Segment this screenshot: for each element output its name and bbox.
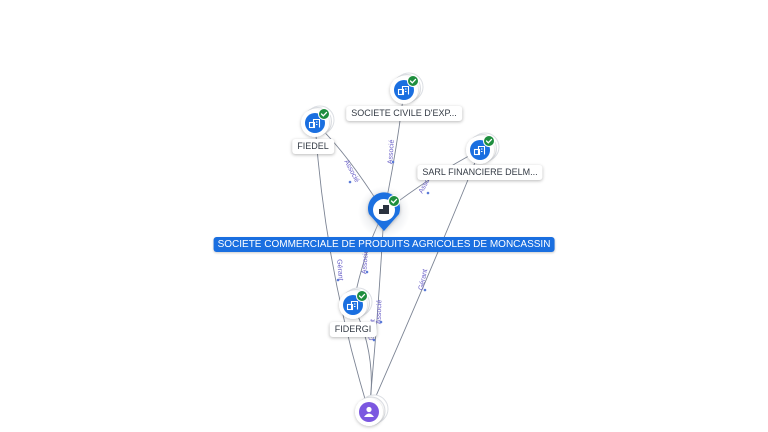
node-sarl[interactable] <box>466 132 500 164</box>
edge-arrow-icon <box>379 320 383 324</box>
node-civile[interactable] <box>390 72 424 104</box>
edge-label: Gérant <box>335 259 343 281</box>
building-icon <box>379 205 389 214</box>
edge-label: Associé <box>376 299 384 324</box>
building-icon <box>346 300 359 311</box>
node-label-fidergi[interactable]: FIDERGI <box>329 322 377 337</box>
person-icon <box>364 406 374 417</box>
node-fiedel[interactable] <box>301 105 335 137</box>
edge-arrow-icon <box>365 270 369 274</box>
node-fidergi[interactable] <box>339 287 373 319</box>
verified-check-icon <box>388 195 400 207</box>
edge-arrow-icon <box>423 288 427 292</box>
edge-label: Gérant <box>418 268 429 290</box>
edge-arrow-icon <box>336 278 340 282</box>
node-center[interactable] <box>358 186 410 238</box>
nodes-layer <box>301 72 500 426</box>
verified-check-icon <box>318 108 330 120</box>
verified-check-icon <box>483 135 495 147</box>
building-icon <box>473 145 486 156</box>
main-company-label[interactable]: SOCIETE COMMERCIALE DE PRODUITS AGRICOLE… <box>213 237 555 252</box>
verified-check-icon <box>356 290 368 302</box>
verified-check-icon <box>407 75 419 87</box>
edge-arrow-icon <box>391 160 395 164</box>
building-icon <box>397 85 410 96</box>
edge-label: Associé <box>361 249 370 274</box>
edge-arrow-icon <box>372 338 376 342</box>
node-label-fiedel[interactable]: FIEDEL <box>292 139 334 154</box>
edge-label: Associé <box>387 139 396 164</box>
edge-person-fiedel: Gérant <box>314 122 370 413</box>
node-label-civile[interactable]: SOCIETE CIVILE D'EXP... <box>346 106 462 121</box>
edge-arrow-icon <box>348 180 352 184</box>
node-person[interactable] <box>355 394 389 426</box>
edge-line <box>314 122 370 413</box>
building-icon <box>308 118 321 129</box>
edge-arrow-icon <box>426 191 430 195</box>
edge-label: Associé <box>342 159 360 184</box>
node-label-sarl[interactable]: SARL FINANCIERE DELM... <box>417 165 543 180</box>
